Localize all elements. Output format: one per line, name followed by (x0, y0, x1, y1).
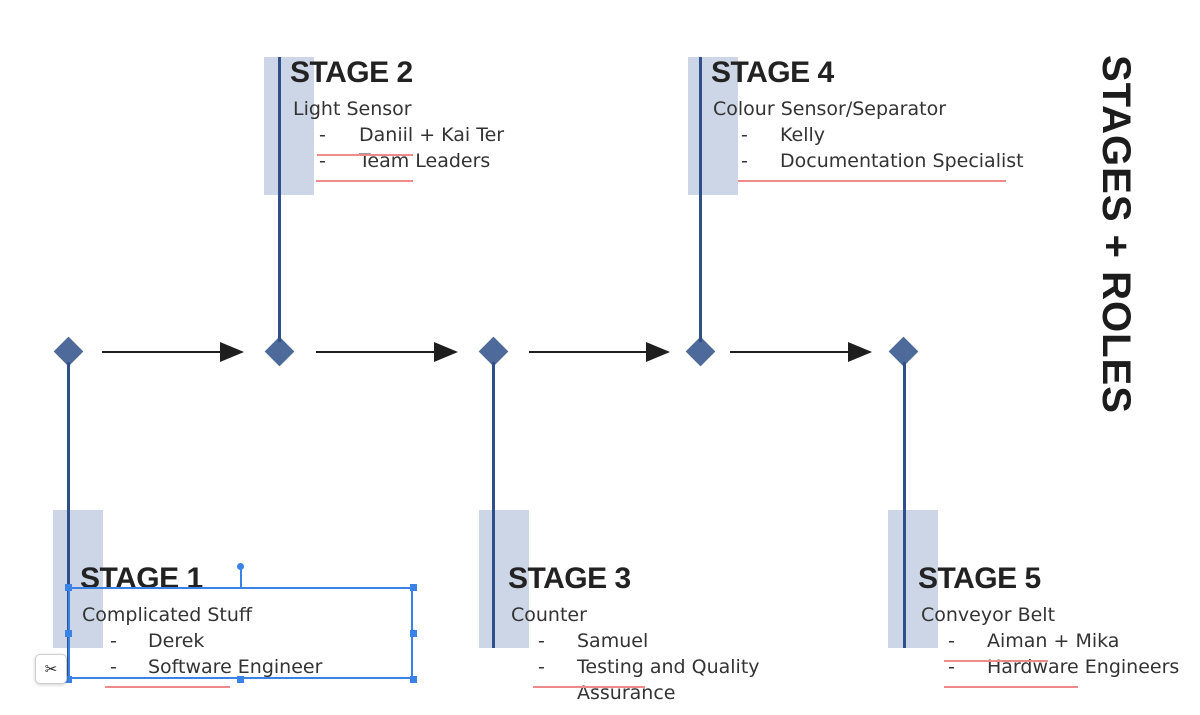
stage-3-subtitle[interactable]: Counter (511, 604, 587, 626)
stage-4-band (688, 57, 738, 195)
stage-1-dash-1: - (110, 630, 117, 652)
stage-1-spellcheck-underline (105, 686, 230, 688)
diamond-1 (53, 336, 84, 367)
stage-4-spellcheck-underline (738, 180, 1006, 182)
stage-5-connector (903, 362, 906, 648)
resize-handle-ml[interactable] (65, 630, 72, 637)
resize-handle-bl[interactable] (65, 676, 72, 683)
stage-3-connector (492, 362, 495, 648)
diamond-3 (478, 336, 509, 367)
stage-5-spellcheck-underline-1 (944, 660, 1048, 662)
stage-2-title[interactable]: STAGE 2 (290, 56, 413, 89)
stage-3-item-2[interactable]: Testing and Quality (577, 656, 760, 678)
stage-5-title[interactable]: STAGE 5 (918, 562, 1041, 595)
stage-1-subtitle[interactable]: Complicated Stuff (82, 604, 252, 626)
text-selection-box[interactable] (68, 587, 413, 679)
rotate-handle[interactable] (237, 563, 244, 570)
diamond-4 (685, 336, 716, 367)
rotate-stem (240, 568, 242, 587)
stage-4-dash-2: - (741, 150, 748, 172)
diamond-2 (264, 336, 295, 367)
stage-1-item-1[interactable]: Derek (148, 630, 205, 652)
stage-1-band (53, 510, 103, 648)
stage-5-item-1[interactable]: Aiman + Mika (987, 630, 1120, 652)
vertical-page-title[interactable]: STAGES + ROLES (1094, 55, 1138, 414)
crop-button[interactable]: ✂ (35, 654, 67, 684)
stage-2-band (264, 57, 314, 195)
stage-1-connector (67, 362, 70, 682)
resize-handle-mr[interactable] (410, 630, 417, 637)
stage-4-connector (699, 57, 702, 342)
stage-4-item-2[interactable]: Documentation Specialist (780, 150, 1024, 172)
stage-5-band (888, 510, 938, 648)
stage-5-spellcheck-underline-2 (944, 686, 1078, 688)
stage-1-title[interactable]: STAGE 1 (80, 562, 203, 595)
stage-4-dash-1: - (741, 124, 748, 146)
stage-5-dash-2: - (948, 656, 955, 678)
stage-2-item-1[interactable]: Daniil + Kai Ter (359, 124, 505, 146)
stage-4-item-1[interactable]: Kelly (780, 124, 826, 146)
resize-handle-bm[interactable] (237, 676, 244, 683)
resize-handle-tl[interactable] (65, 584, 72, 591)
stage-3-band (479, 510, 529, 648)
resize-handle-br[interactable] (410, 676, 417, 683)
stage-4-subtitle[interactable]: Colour Sensor/Separator (713, 98, 947, 120)
stage-3-dash-2: - (538, 656, 545, 678)
resize-handle-tr[interactable] (410, 584, 417, 591)
stage-5-dash-1: - (948, 630, 955, 652)
crop-icon: ✂ (44, 661, 58, 678)
stage-3-item-1[interactable]: Samuel (577, 630, 649, 652)
stage-3-title[interactable]: STAGE 3 (508, 562, 631, 595)
stage-4-title[interactable]: STAGE 4 (711, 56, 834, 89)
stage-2-subtitle[interactable]: Light Sensor (293, 98, 412, 120)
stage-2-spellcheck-underline-1 (317, 154, 413, 156)
stage-5-subtitle[interactable]: Conveyor Belt (921, 604, 1056, 626)
stage-2-dash-1: - (319, 124, 326, 146)
stage-2-connector (278, 57, 281, 342)
stage-3-dash-1: - (538, 630, 545, 652)
stage-2-dash-2: - (319, 150, 326, 172)
stage-2-spellcheck-underline-2 (316, 180, 413, 182)
stage-3-spellcheck-underline (533, 686, 645, 688)
diamond-5 (888, 336, 919, 367)
stage-1-item-2[interactable]: Software Engineer (148, 656, 323, 678)
stage-1-dash-2: - (110, 656, 117, 678)
